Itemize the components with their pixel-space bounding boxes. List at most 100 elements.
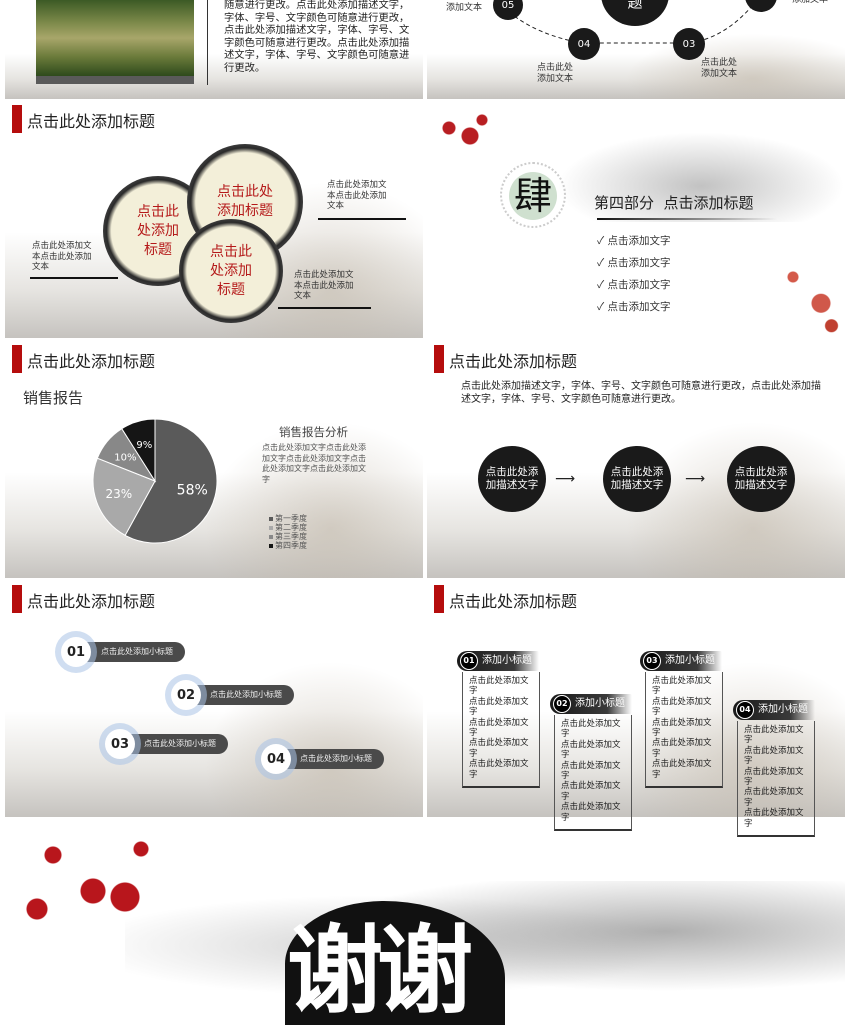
card-number: 03 bbox=[643, 652, 661, 670]
card-heading-text: 添加小标题 bbox=[575, 698, 625, 709]
card-heading[interactable]: 02 添加小标题 bbox=[550, 694, 632, 714]
slide-title: 点击此处添加标题 bbox=[449, 352, 578, 371]
pill-label[interactable]: 点击此处添加小标题 bbox=[77, 642, 185, 662]
numeral-emblem bbox=[500, 162, 566, 228]
slide-title: 点击此处添加标题 bbox=[27, 352, 156, 371]
card-line: 点击此处添加文字 bbox=[652, 696, 712, 718]
list-item: ✓ 点击添加文字 bbox=[597, 301, 671, 313]
card-number: 02 bbox=[553, 695, 571, 713]
check-icon: ✓ bbox=[597, 257, 608, 269]
pill-label[interactable]: 点击此处添加小标题 bbox=[120, 734, 228, 754]
card-heading[interactable]: 04 添加小标题 bbox=[733, 700, 815, 720]
title-accent-bar bbox=[12, 585, 22, 613]
slide-title: 点击此处添加标题 bbox=[449, 592, 578, 611]
check-icon: ✓ bbox=[597, 235, 608, 247]
title-accent-bar bbox=[434, 345, 444, 373]
card-line: 点击此处添加文字 bbox=[652, 717, 712, 739]
node-label: 点击此处添加文本 bbox=[701, 58, 738, 79]
slide-sales-report[interactable]: 点击此处添加标题 销售报告 58%23%10%9% 销售报告分析 点击此处添加文… bbox=[5, 342, 423, 578]
pie-slice-第四季度 bbox=[121, 418, 156, 483]
plum-blossom-branch bbox=[5, 831, 165, 951]
slide-process-steps[interactable]: 点击此处添加标题 点击此处添加描述文字，字体、字号、文字颜色可随意进行更改，点击… bbox=[427, 342, 845, 578]
card-line: 点击此处添加文字 bbox=[469, 676, 529, 697]
card-line: 点击此处添加文字 bbox=[561, 719, 621, 740]
title-accent-bar bbox=[12, 105, 22, 133]
note-text: 点击此处添加文本点击此处添加文本 bbox=[327, 180, 387, 211]
description-text: 随意进行更改。点击此处添加描述文字，字体、字号、文字颜色可随意进行更改，点击此处… bbox=[224, 0, 410, 74]
card-body: 点击此处添加文字点击此处添加文字点击此处添加文字点击此处添加文字点击此处添加文字 bbox=[737, 721, 815, 838]
number-badge: 04 bbox=[261, 744, 291, 774]
legend-item: 第三季度 bbox=[269, 532, 307, 541]
card-line: 点击此处添加文字 bbox=[469, 759, 529, 780]
card-heading-text: 添加小标题 bbox=[482, 655, 532, 666]
pie-data-label: 9% bbox=[136, 440, 152, 451]
legend-item: 第一季度 bbox=[269, 514, 307, 523]
note-text: 点击此处添加文本点击此处添加文本 bbox=[32, 241, 92, 272]
step-circle[interactable]: 点击此处添加描述文字 bbox=[727, 446, 795, 512]
ink-line bbox=[30, 277, 118, 279]
card-body: 点击此处添加文字点击此处添加文字点击此处添加文字点击此处添加文字点击此处添加文字 bbox=[645, 672, 723, 789]
card-line: 点击此处添加文字 bbox=[652, 676, 712, 697]
slide-numbered-pills[interactable]: 点击此处添加标题 点击此处添加小标题 01 点击此处添加小标题 02 点击此处添… bbox=[5, 582, 423, 817]
pie-data-label: 23% bbox=[105, 487, 132, 501]
pie-data-label: 58% bbox=[177, 483, 208, 499]
description-text: 点击此处添加描述文字，字体、字号、文字颜色可随意进行更改，点击此处添加描述文字，… bbox=[461, 381, 821, 405]
card-body: 点击此处添加文字点击此处添加文字点击此处添加文字点击此处添加文字点击此处添加文字 bbox=[554, 715, 632, 832]
node-02[interactable] bbox=[745, 0, 777, 12]
plum-blossom-top-left bbox=[437, 112, 497, 152]
ink-line bbox=[318, 218, 406, 220]
ink-circle[interactable]: 点击此处添加标题 bbox=[179, 219, 283, 323]
slide-ink-circles[interactable]: 点击此处添加标题 点击此处添加标题 点击此处添加标题 点击此处添加标题 点击此处… bbox=[5, 102, 423, 338]
node-04[interactable]: 04 bbox=[568, 28, 600, 60]
number-badge: 02 bbox=[171, 680, 201, 710]
card-line: 点击此处添加文字 bbox=[744, 808, 804, 829]
legend-item: 第二季度 bbox=[269, 523, 307, 532]
number-badge: 01 bbox=[61, 637, 91, 667]
card-heading-text: 添加小标题 bbox=[758, 704, 808, 715]
slide-circle-flow[interactable]: 添加小标题 05 04 03 点击此处添加文本 点击此处添加文本 点击此处添加文… bbox=[427, 0, 845, 99]
numeral-circle: 肆 bbox=[509, 172, 557, 220]
pill-label[interactable]: 点击此处添加小标题 bbox=[186, 685, 294, 705]
check-icon: ✓ bbox=[597, 279, 608, 291]
check-icon: ✓ bbox=[597, 301, 608, 313]
node-label: 点击此处添加文本 bbox=[537, 63, 574, 84]
node-label: 点击此处添加文本 bbox=[792, 0, 830, 5]
card-line: 点击此处添加文字 bbox=[744, 745, 804, 767]
card-line: 点击此处添加文字 bbox=[561, 781, 621, 802]
pill-label[interactable]: 点击此处添加小标题 bbox=[276, 749, 384, 769]
divider bbox=[207, 0, 208, 85]
card-line: 点击此处添加文字 bbox=[561, 802, 621, 823]
landscape-photo bbox=[36, 0, 194, 76]
card-line: 点击此处添加文字 bbox=[469, 696, 529, 718]
title-underline bbox=[597, 218, 777, 220]
card-body: 点击此处添加文字点击此处添加文字点击此处添加文字点击此处添加文字点击此处添加文字 bbox=[462, 672, 540, 789]
pie-data-label: 10% bbox=[114, 452, 136, 463]
note-text: 点击此处添加文本点击此处添加文本 bbox=[294, 270, 354, 301]
card-line: 点击此处添加文字 bbox=[652, 738, 712, 759]
card-line: 点击此处添加文字 bbox=[744, 725, 804, 746]
card-line: 点击此处添加文字 bbox=[561, 760, 621, 782]
slide-subtitle-cards[interactable]: 点击此处添加标题 bbox=[427, 582, 845, 817]
card-number: 04 bbox=[736, 701, 754, 719]
chart-title: 销售报告 bbox=[23, 389, 84, 407]
node-label: 点击此处添加文本 bbox=[446, 0, 483, 13]
card-line: 点击此处添加文字 bbox=[561, 739, 621, 761]
card-line: 点击此处添加文字 bbox=[744, 766, 804, 788]
list-item: ✓ 点击添加文字 bbox=[597, 279, 671, 291]
slide-section-four[interactable]: 肆 第四部分 点击添加标题 ✓ 点击添加文字 ✓ 点击添加文字 ✓ 点击添加文字… bbox=[427, 102, 845, 338]
step-circle[interactable]: 点击此处添加描述文字 bbox=[478, 446, 546, 512]
slide-title: 点击此处添加标题 bbox=[27, 112, 156, 131]
pie-slice-第二季度 bbox=[92, 457, 156, 537]
node-03[interactable]: 03 bbox=[673, 28, 705, 60]
slide-photo-text[interactable]: 随意进行更改。点击此处添加描述文字，字体、字号、文字颜色可随意进行更改，点击此处… bbox=[5, 0, 423, 99]
thank-you-title: 谢谢 bbox=[287, 915, 473, 1025]
step-circle[interactable]: 点击此处添加描述文字 bbox=[603, 446, 671, 512]
slide-thank-you[interactable]: 谢谢 bbox=[5, 821, 845, 1025]
dashed-connector bbox=[508, 0, 758, 44]
number-badge: 03 bbox=[105, 729, 135, 759]
node-05[interactable]: 05 bbox=[493, 0, 523, 20]
ink-line bbox=[278, 307, 371, 309]
slide-title: 点击此处添加标题 bbox=[27, 592, 156, 611]
